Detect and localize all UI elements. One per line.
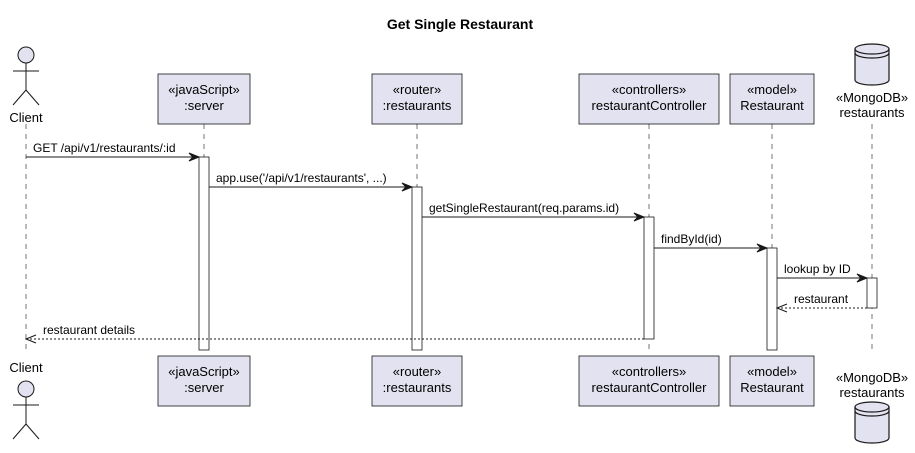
message-1: GET /api/v1/restaurants/:id [26, 141, 201, 162]
message-5: lookup by ID [777, 262, 869, 283]
activation-bar-router [411, 186, 423, 351]
message-3: getSingleRestaurant(req.params.id) [422, 201, 646, 222]
database-db-top: «MongoDB»restaurants [836, 43, 908, 120]
participant-label-router: :restaurants [383, 98, 452, 113]
participant-label-db: restaurants [839, 105, 905, 120]
participant-router-top: «router»:restaurants [371, 73, 463, 125]
participant-label-client: Client [9, 110, 43, 125]
activation-bar-db [866, 277, 878, 309]
participant-label-router: :restaurants [383, 380, 452, 395]
participant-label-model: «model» [747, 82, 797, 97]
participant-label-model: «model» [747, 364, 797, 379]
participant-label-server: :server [184, 98, 224, 113]
arrowhead-1 [188, 152, 201, 162]
message-label-4: findById(id) [661, 232, 722, 246]
arrowhead-7 [24, 334, 37, 344]
participants-top: Client «javaScript»:server «router»:restau… [9, 43, 908, 125]
arrowhead-3 [633, 212, 646, 222]
participant-label-db: «MongoDB» [836, 90, 908, 105]
participant-label-server: «javaScript» [168, 82, 240, 97]
database-db-bottom: «MongoDB»restaurants [836, 370, 908, 444]
message-label-2: app.use('/api/v1/restaurants', ...) [216, 171, 387, 185]
participant-controller-bottom: «controllers»restaurantController [578, 355, 720, 407]
actor-client-top: Client [9, 46, 43, 125]
message-label-3: getSingleRestaurant(req.params.id) [429, 201, 619, 215]
participant-controller-top: «controllers»restaurantController [578, 73, 720, 125]
actor-client-bottom: Client [9, 360, 43, 440]
participant-label-controller: restaurantController [592, 98, 708, 113]
arrowhead-5 [856, 273, 869, 283]
message-label-5: lookup by ID [784, 262, 851, 276]
participant-server-top: «javaScript»:server [157, 73, 251, 125]
participant-label-controller: «controllers» [612, 82, 686, 97]
participant-label-router: «router» [393, 82, 441, 97]
participant-server-bottom: «javaScript»:server [157, 355, 251, 407]
participant-label-router: «router» [393, 364, 441, 379]
activation-bar-model [766, 247, 778, 351]
message-7: restaurant details [24, 323, 644, 344]
arrowhead-2 [401, 182, 414, 192]
participant-label-model: Restaurant [740, 380, 804, 395]
message-6: restaurant [775, 292, 867, 313]
participant-label-db: restaurants [839, 385, 905, 400]
lifelines [25, 124, 873, 350]
diagram-title: Get Single Restaurant [387, 16, 534, 32]
participant-label-controller: «controllers» [612, 364, 686, 379]
activation-bar-controller [643, 216, 655, 340]
participants-bottom: Client «javaScript»:server «router»:restau… [9, 355, 908, 444]
participant-label-server: «javaScript» [168, 364, 240, 379]
participant-router-bottom: «router»:restaurants [371, 355, 463, 407]
arrowhead-6 [775, 303, 788, 313]
arrowhead-4 [756, 243, 769, 253]
participant-label-server: :server [184, 380, 224, 395]
message-4: findById(id) [654, 232, 769, 253]
message-2: app.use('/api/v1/restaurants', ...) [209, 171, 414, 192]
message-label-7: restaurant details [43, 323, 135, 337]
messages: GET /api/v1/restaurants/:id app.use('/api… [24, 141, 869, 344]
activation-bars [198, 156, 878, 351]
activation-bar-server [198, 156, 210, 351]
participant-label-client: Client [9, 360, 43, 375]
participant-model-top: «model»Restaurant [729, 73, 815, 125]
message-label-6: restaurant [794, 292, 849, 306]
message-label-1: GET /api/v1/restaurants/:id [33, 141, 176, 155]
participant-model-bottom: «model»Restaurant [729, 355, 815, 407]
participant-label-controller: restaurantController [592, 380, 708, 395]
participant-label-db: «MongoDB» [836, 370, 908, 385]
participant-label-model: Restaurant [740, 98, 804, 113]
